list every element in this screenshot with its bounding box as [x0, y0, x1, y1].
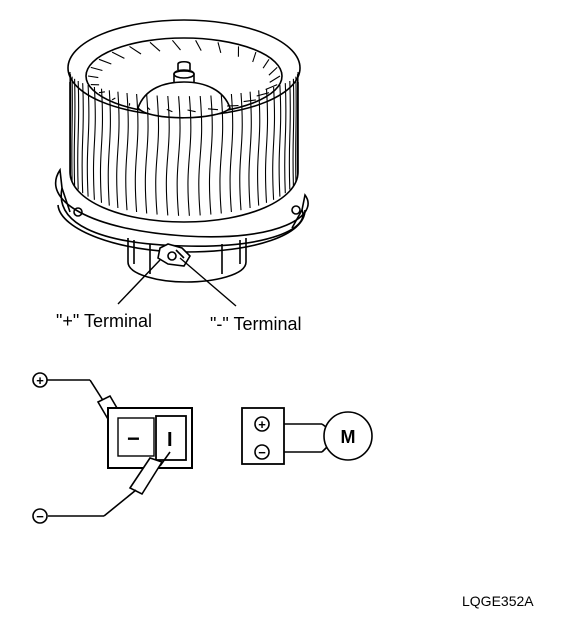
inner-blade-tip [111, 51, 125, 59]
fan-blade [265, 88, 269, 203]
minus-probe [128, 457, 164, 496]
fan-blade [125, 92, 129, 211]
fan-blade [77, 80, 80, 190]
fan-blade [73, 78, 76, 186]
motor-label: M [341, 427, 356, 447]
fan-blade [292, 78, 295, 186]
inner-blade-tip [217, 42, 222, 54]
fan-blade [92, 86, 96, 200]
connector-wiring [32, 372, 373, 524]
inner-blade-tip [166, 108, 173, 113]
fan-blade [99, 88, 103, 203]
fan-blade [229, 93, 234, 213]
fan-blade [144, 94, 149, 214]
fan-blade [284, 83, 287, 194]
inner-blade-tip [268, 66, 278, 76]
fan-blade [116, 91, 120, 209]
fan-blade [155, 95, 160, 215]
fan-blade [208, 95, 213, 215]
inner-blade-tip [269, 75, 281, 83]
inner-blade-tip [146, 106, 151, 111]
connector-plus-glyph: I [167, 429, 173, 451]
fan-blade [278, 85, 282, 197]
battery-plus-glyph: + [36, 373, 44, 388]
fan-blade [288, 80, 291, 190]
fan-blade [248, 91, 252, 209]
fan-blade [295, 76, 297, 182]
fan-blade [81, 83, 84, 194]
minus-terminal-label: "-" Terminal [210, 314, 301, 334]
inner-blade-tip [111, 97, 116, 101]
blower-motor-fan [54, 19, 309, 283]
inner-blade-tip [149, 41, 161, 52]
fan-blade [165, 95, 170, 216]
inner-blade-tip [187, 109, 196, 113]
connector-minus-glyph: − [127, 426, 140, 451]
inner-blade-tip [195, 40, 202, 51]
battery-minus-icon [32, 508, 48, 524]
inner-blade-tip [207, 108, 219, 111]
leader-lines [117, 257, 237, 307]
fan-blade [272, 86, 276, 200]
inner-blade-tip [243, 99, 256, 103]
fan-blade [239, 92, 243, 211]
schematic-minus-glyph: − [258, 445, 266, 460]
fan-blade [86, 85, 90, 197]
fan-cylinder [69, 82, 299, 223]
figure-code: LQGE352A [462, 593, 534, 609]
fan-blade [71, 76, 73, 182]
fan-blade [107, 90, 111, 206]
inner-blade-tip [262, 58, 270, 69]
inner-blade-tip [171, 39, 181, 51]
inner-blade-tip [90, 66, 103, 72]
plus-terminal-label: "+" Terminal [56, 311, 152, 331]
schematic-plus-glyph: + [258, 417, 266, 432]
fan-blade [134, 93, 139, 213]
motor-housing [127, 238, 247, 283]
fan-blade [257, 90, 261, 206]
schematic-minus-icon [254, 444, 270, 460]
inner-blade-tip [265, 84, 278, 91]
inner-blade-tip [252, 51, 257, 63]
fan-blade [176, 96, 181, 216]
inner-blade-tip [87, 75, 99, 79]
schematic-plus-icon [254, 416, 270, 432]
motor-symbol [323, 411, 373, 461]
fan-blades [69, 39, 299, 216]
inner-blade-tip [98, 58, 112, 65]
inner-blade-tip [256, 92, 270, 97]
inner-blade-tip [98, 91, 105, 94]
fan-blade [198, 95, 203, 216]
battery-minus-glyph: − [36, 509, 44, 524]
fan-blade [187, 96, 192, 216]
inner-blade-tip [129, 45, 142, 55]
fan-blade [219, 94, 224, 214]
